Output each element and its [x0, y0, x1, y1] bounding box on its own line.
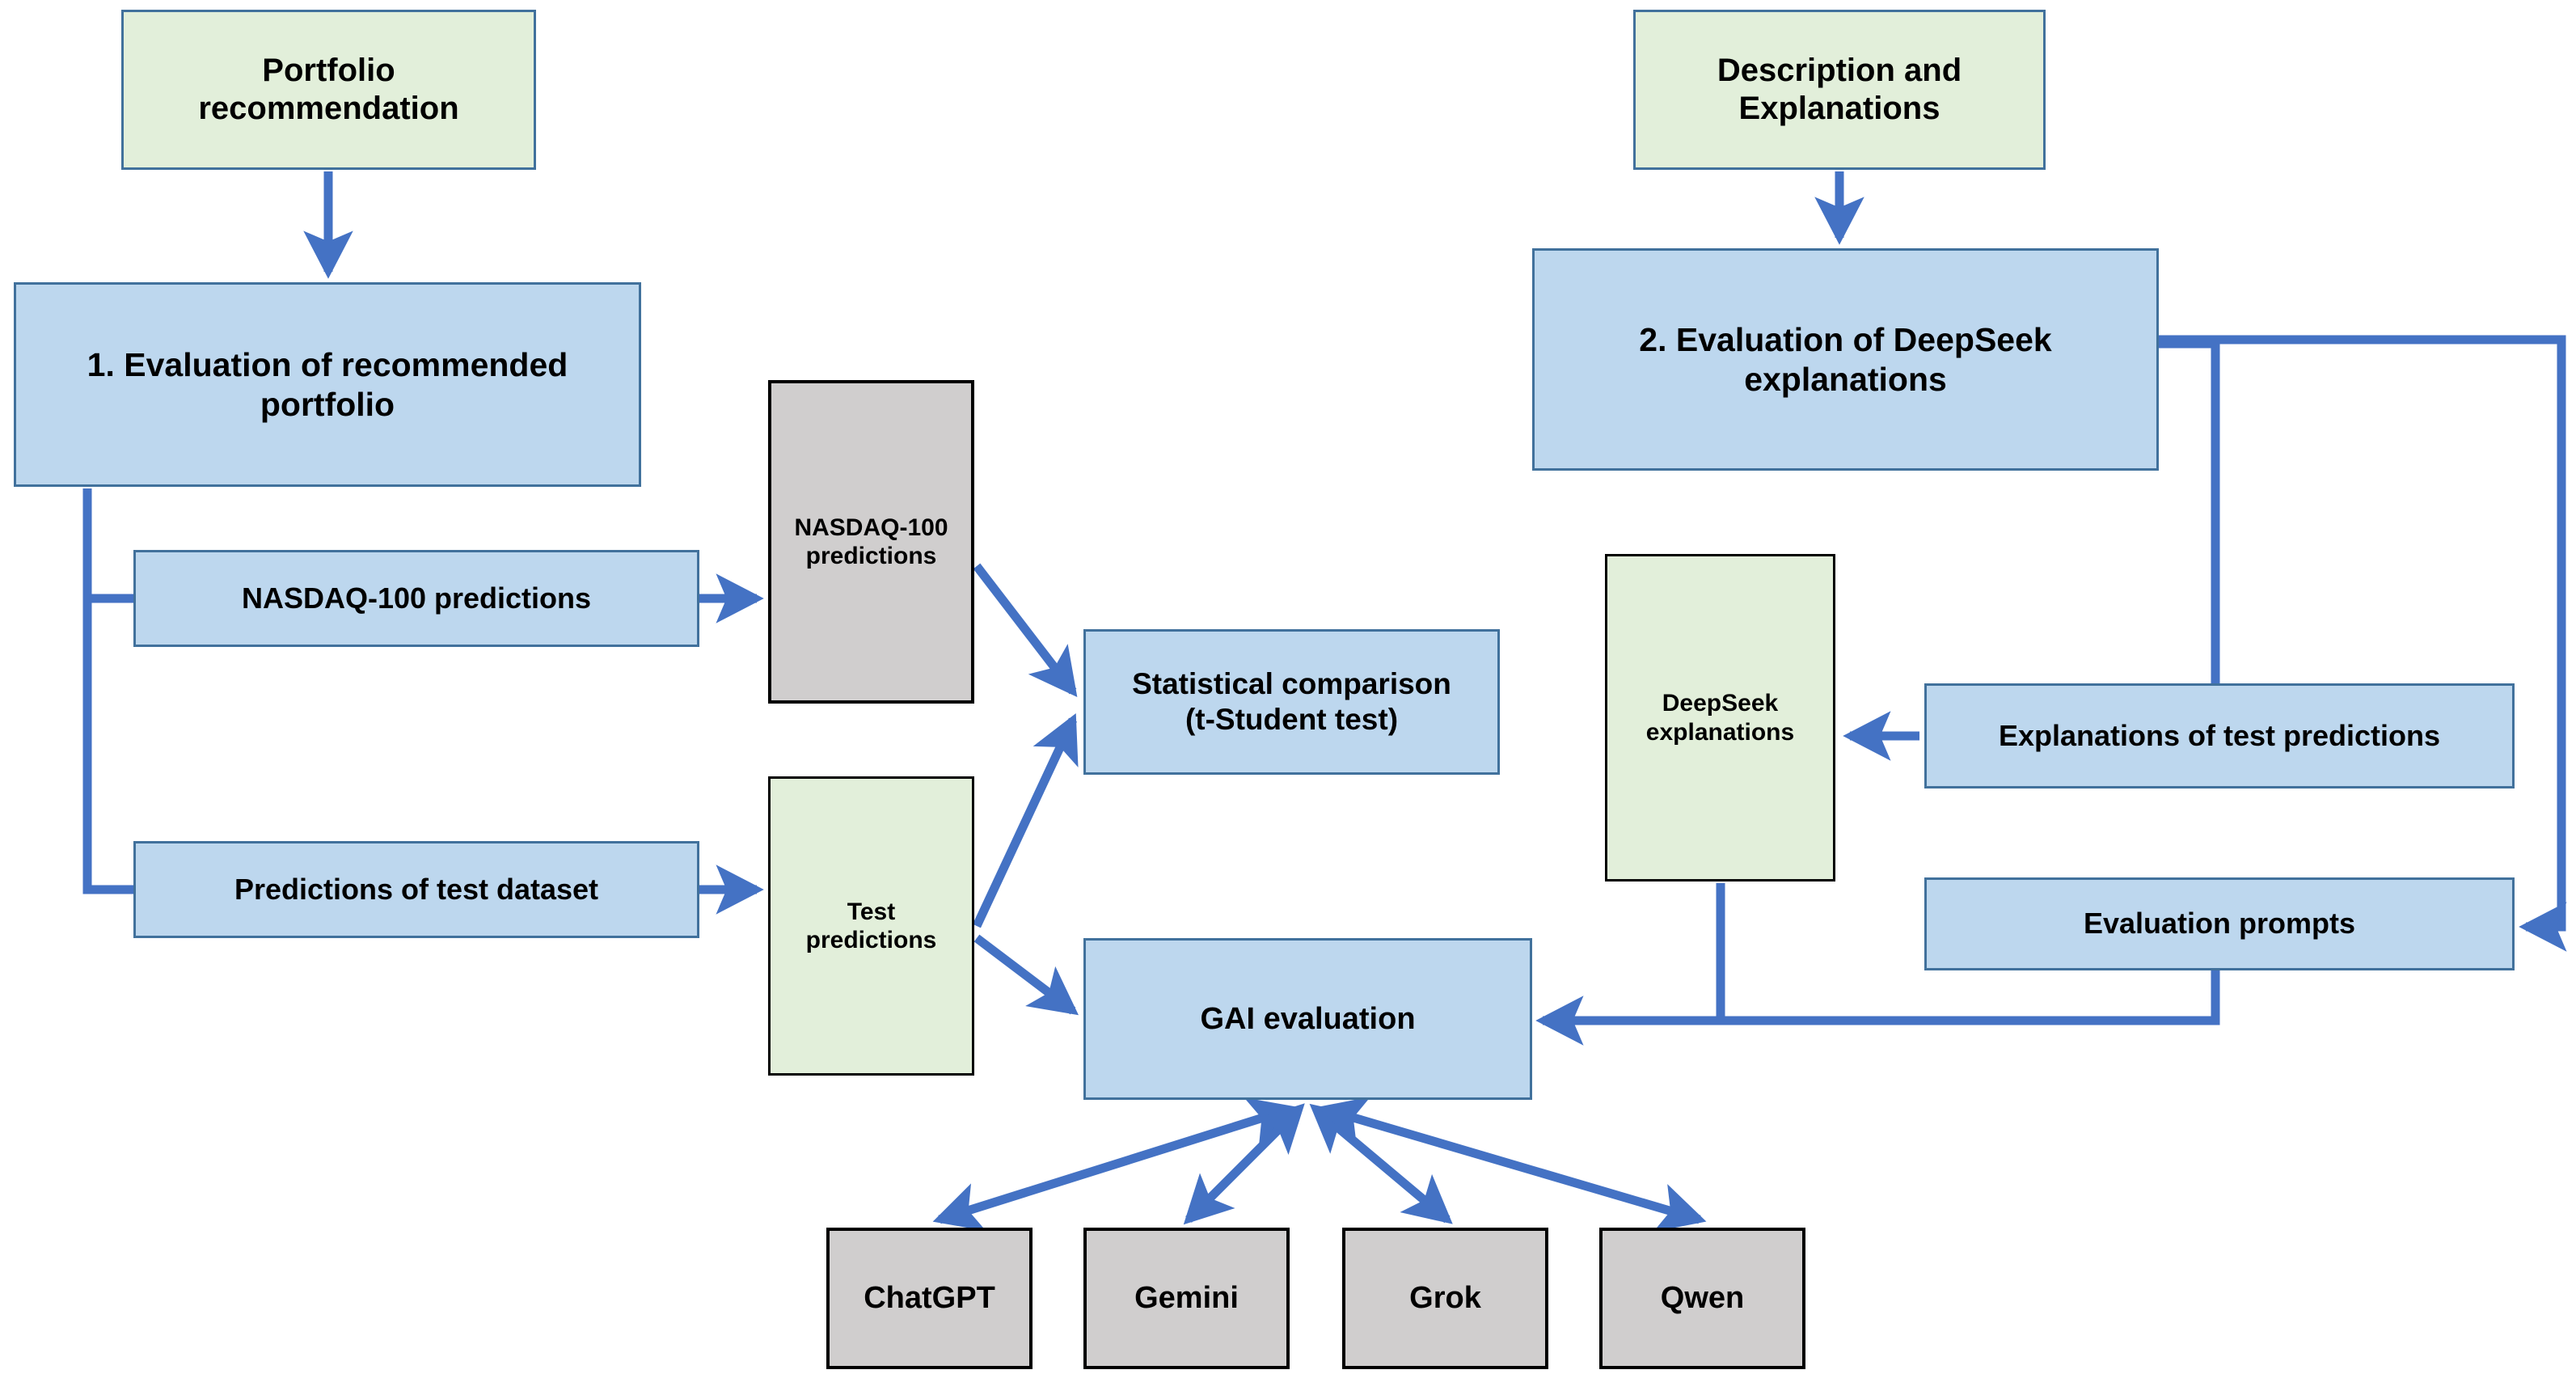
node-label: Statistical comparison(t-Student test): [1132, 667, 1451, 736]
node-label: NASDAQ-100 predictions: [241, 581, 592, 615]
node-evaluation-prompts[interactable]: Evaluation prompts: [1924, 877, 2515, 970]
edge-eval2-to-explanations: [2159, 339, 2220, 683]
node-label: Explanations of test predictions: [1998, 718, 2441, 752]
node-qwen[interactable]: Qwen: [1599, 1228, 1805, 1369]
edge-testpred-to-stat: [973, 713, 1079, 928]
edge-nasdaqartifact-to-stat: [973, 563, 1078, 697]
node-nasdaq-100-predictions[interactable]: NASDAQ-100 predictions: [133, 550, 699, 647]
edge-eval2-to-evalprompts: [2159, 335, 2567, 952]
node-grok[interactable]: Grok: [1342, 1228, 1548, 1369]
node-label: Grok: [1409, 1281, 1481, 1316]
node-label: Predictions of test dataset: [234, 872, 599, 906]
node-statistical-comparison[interactable]: Statistical comparison(t-Student test): [1083, 629, 1500, 775]
node-predictions-of-test-dataset[interactable]: Predictions of test dataset: [133, 841, 699, 938]
node-chatgpt[interactable]: ChatGPT: [826, 1228, 1033, 1369]
node-label: ChatGPT: [864, 1281, 995, 1316]
edge-evalprompts-to-gai: [1535, 970, 2220, 1046]
node-label: Qwen: [1660, 1281, 1745, 1316]
edge-gai-to-qwen: [1317, 1097, 1707, 1232]
node-explanations-of-test-predictions[interactable]: Explanations of test predictions: [1924, 683, 2515, 788]
node-label: Gemini: [1134, 1281, 1239, 1316]
node-gemini[interactable]: Gemini: [1083, 1228, 1290, 1369]
edge-testpred-to-gai: [973, 934, 1079, 1016]
node-label: GAI evaluation: [1200, 1001, 1416, 1036]
node-label: Evaluation prompts: [2083, 907, 2356, 941]
edge-eval1-trunk: [82, 488, 133, 894]
edge-gai-to-gemini: [1183, 1103, 1305, 1225]
edge-gai-to-chatgpt: [932, 1097, 1298, 1232]
node-gai-evaluation[interactable]: GAI evaluation: [1083, 938, 1532, 1100]
